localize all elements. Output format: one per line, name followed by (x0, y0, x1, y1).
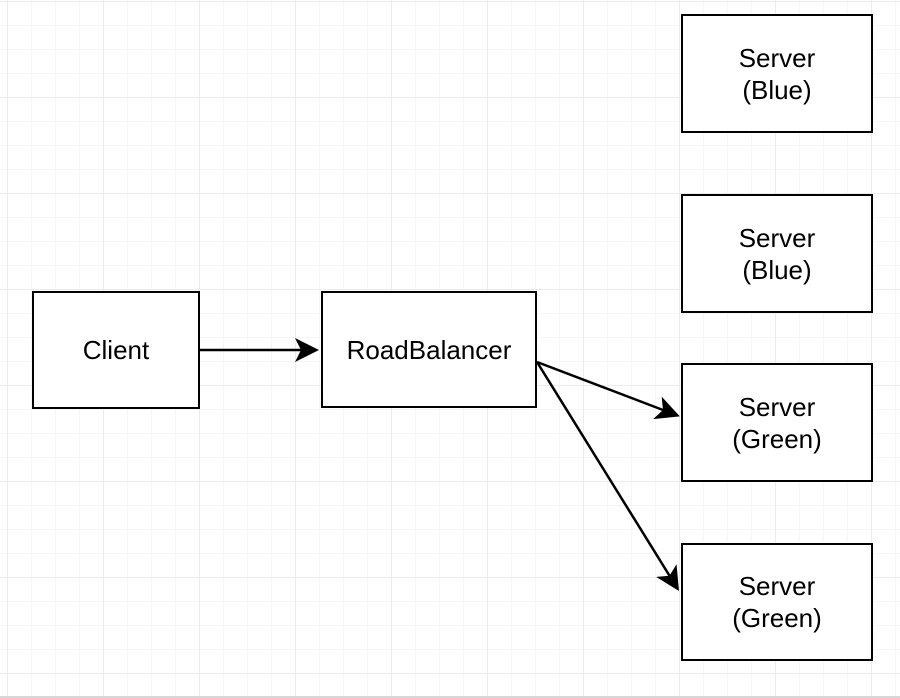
node-server-green-1[interactable]: Server (Green) (681, 363, 873, 482)
node-server-green-2-label: Server (Green) (732, 571, 822, 633)
node-client[interactable]: Client (32, 291, 200, 409)
edge-load-balancer-to-server-green-2[interactable] (535, 361, 679, 591)
node-server-blue-1[interactable]: Server (Blue) (681, 14, 873, 133)
node-server-blue-2-label: Server (Blue) (738, 222, 816, 285)
edge-load-balancer-to-server-green-1[interactable] (536, 360, 680, 420)
canvas-bottom-edge (0, 696, 900, 698)
node-server-blue-2[interactable]: Server (Blue) (681, 194, 873, 313)
node-server-green-1-label: Server (Green) (732, 391, 822, 454)
node-load-balancer[interactable]: RoadBalancer (321, 291, 537, 408)
node-server-blue-1-label: Server (Blue) (738, 42, 816, 105)
node-server-green-2[interactable]: Server (Green) (681, 543, 873, 661)
node-load-balancer-label: RoadBalancer (346, 334, 512, 365)
node-client-label: Client (82, 335, 150, 365)
